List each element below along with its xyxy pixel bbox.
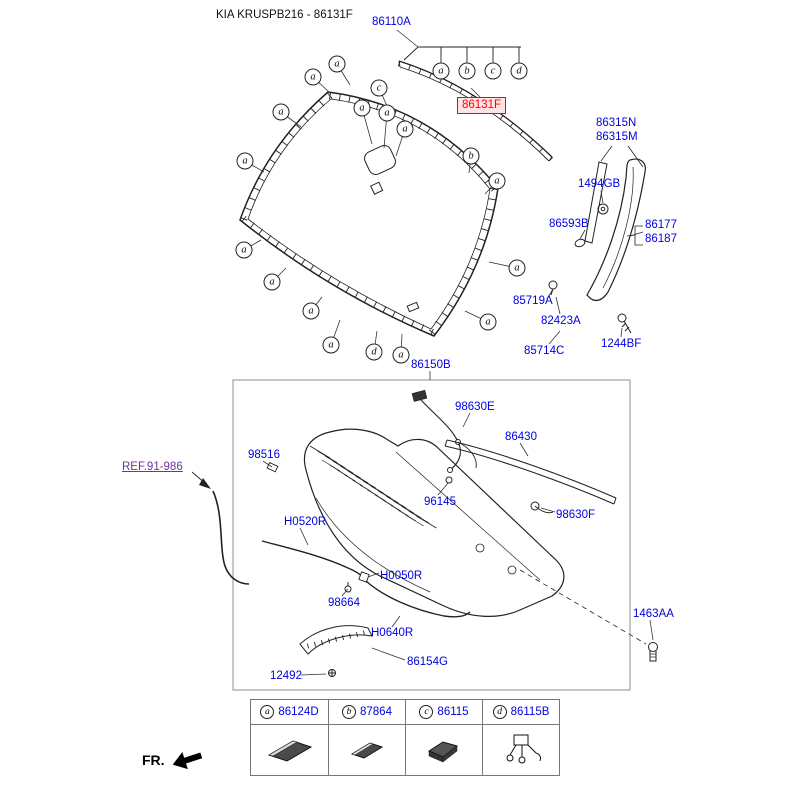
part-label-85719A[interactable]: 85719A [513, 295, 553, 307]
callout-c: c [419, 705, 434, 719]
joint-H0050R [358, 571, 370, 583]
part-label-86115B[interactable]: 86115B [510, 706, 550, 718]
legend-table: a 86124D b 87864 [250, 699, 560, 776]
part-label-86315N[interactable]: 86315N [596, 117, 637, 129]
washer-hose-ref [191, 461, 279, 585]
callout-a: a [353, 99, 371, 117]
part-label-H0050R[interactable]: H0050R [380, 570, 423, 582]
page-title: KIA KRUSPB216 - 86131F [216, 9, 353, 21]
pad-icon-c [427, 741, 459, 763]
part-label-12492[interactable]: 12492 [270, 670, 302, 682]
part-label-86187[interactable]: 86187 [645, 233, 677, 245]
callout-a: a [304, 68, 322, 86]
cowl-assembly [303, 428, 565, 617]
callout-b: b [458, 62, 476, 80]
callout-a: a [396, 120, 414, 138]
ref-label-REF.91-986[interactable]: REF.91-986 [122, 461, 183, 473]
part-label-86154G[interactable]: 86154G [407, 656, 448, 668]
grommet-98630F [530, 501, 554, 514]
connector-98516 [266, 461, 279, 473]
callout-a: a [322, 336, 340, 354]
connector-96145 [445, 476, 453, 484]
part-label-1494GB[interactable]: 1494GB [578, 178, 621, 190]
callout-d: d [510, 62, 528, 80]
bolt-1463AA [519, 569, 658, 662]
fr-label: FR. [142, 752, 165, 768]
cowl-weatherstrip-86430 [444, 439, 617, 505]
hoses-and-clips [261, 501, 554, 618]
legend-cell-a: a 86124D [251, 700, 328, 775]
callout-d: d [492, 705, 507, 719]
part-label-86124D[interactable]: 86124D [278, 706, 319, 718]
callout-a: a [235, 241, 253, 259]
part-label-82423A[interactable]: 82423A [541, 315, 581, 327]
callout-a: a [488, 172, 506, 190]
part-label-87864[interactable]: 87864 [360, 706, 392, 718]
part-label-96145[interactable]: 96145 [424, 496, 456, 508]
part-label-98630F[interactable]: 98630F [556, 509, 596, 521]
bracket-icon-d [506, 734, 541, 764]
callout-a: a [260, 705, 275, 719]
pad-icon-a [267, 740, 312, 762]
clip-86593B [574, 238, 586, 248]
callout-a: a [432, 62, 450, 80]
callout-d: d [365, 343, 383, 361]
legend-cell-c: c 86115 [405, 700, 482, 775]
screw-1244BF [617, 313, 632, 334]
legend-cell-b: b 87864 [328, 700, 405, 775]
part-label-1463AA[interactable]: 1463AA [633, 608, 674, 620]
callout-b: b [342, 705, 356, 719]
part-label-85714C[interactable]: 85714C [524, 345, 565, 357]
part-label-86430[interactable]: 86430 [505, 431, 537, 443]
part-label-98516[interactable]: 98516 [248, 449, 280, 461]
part-label-86115[interactable]: 86115 [437, 706, 469, 718]
callout-a: a [328, 55, 346, 73]
part-label-86150B[interactable]: 86150B [411, 359, 451, 371]
callout-a: a [236, 152, 254, 170]
hose-H0640R [365, 580, 471, 618]
mirror-bracket [364, 145, 396, 175]
wiring-98630E [411, 389, 477, 484]
ref-arrowhead [199, 478, 211, 489]
callout-c: c [484, 62, 502, 80]
part-label-86315M[interactable]: 86315M [596, 131, 638, 143]
callout-a: a [378, 104, 396, 122]
part-label-86177[interactable]: 86177 [645, 219, 677, 231]
bolt-1494GB [597, 203, 609, 215]
fr-indicator: FR. [142, 748, 204, 772]
cowl-box [232, 379, 631, 691]
clip-98664 [344, 582, 352, 593]
part-label-98664[interactable]: 98664 [328, 597, 360, 609]
part-label-H0640R[interactable]: H0640R [371, 627, 414, 639]
callout-a: a [508, 259, 526, 277]
part-label-86593B[interactable]: 86593B [549, 218, 589, 230]
windshield-glass [239, 91, 499, 337]
callout-c: c [370, 79, 388, 97]
part-label-1244BF[interactable]: 1244BF [601, 338, 642, 350]
part-label-H0520R[interactable]: H0520R [284, 516, 327, 528]
callout-a: a [263, 273, 281, 291]
part-label-86110A[interactable]: 86110A [372, 16, 411, 28]
screw-12492 [328, 669, 336, 677]
part-label-98630E[interactable]: 98630E [455, 401, 495, 413]
callout-a: a [272, 103, 290, 121]
cowl-side-trim-86154G [299, 625, 373, 677]
pillar-garnish [584, 145, 646, 302]
callout-a: a [479, 313, 497, 331]
fr-arrow-icon [172, 752, 202, 770]
part-label-86131F[interactable]: 86131F [457, 97, 507, 115]
callout-a: a [302, 302, 320, 320]
legend-cell-d: d 86115B [482, 700, 559, 775]
callout-bracket [403, 46, 521, 62]
callout-b: b [462, 147, 480, 165]
pad-icon-b [350, 742, 384, 759]
callout-a: a [392, 346, 410, 364]
